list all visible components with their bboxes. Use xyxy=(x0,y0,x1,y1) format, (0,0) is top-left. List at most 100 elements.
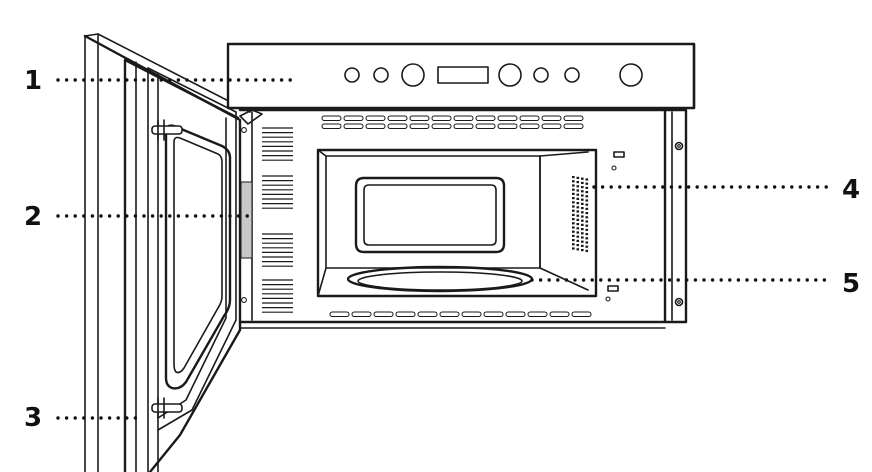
vent-slot xyxy=(461,311,482,317)
panel-knob-left xyxy=(401,63,425,87)
vent-slot xyxy=(541,115,562,121)
vent-slot xyxy=(387,123,408,129)
grill-hole xyxy=(585,182,589,185)
grill-hole xyxy=(576,239,580,242)
vent-slot xyxy=(321,123,342,129)
vent-slot xyxy=(549,311,570,317)
grill-hole xyxy=(581,190,584,193)
side-grill xyxy=(572,176,589,252)
control-panel xyxy=(226,42,696,110)
vent-slot xyxy=(409,115,430,121)
grill-hole xyxy=(576,193,580,196)
panel-display xyxy=(437,66,489,84)
grill-hole xyxy=(576,223,580,226)
grill-hole xyxy=(572,234,575,237)
vent-slot xyxy=(475,115,496,121)
oven-door xyxy=(83,33,263,472)
grill-hole xyxy=(576,214,580,217)
grill-hole xyxy=(572,184,575,187)
grill-hole xyxy=(576,218,580,221)
grill-hole xyxy=(576,176,580,179)
vent-slot xyxy=(527,311,548,317)
vent-slot xyxy=(351,311,372,317)
grill-hole xyxy=(581,177,584,180)
callout-number-3: 3 xyxy=(24,403,42,433)
vent-slot xyxy=(439,311,460,317)
vent-slot xyxy=(365,123,386,129)
callout-5: 5 xyxy=(530,269,860,299)
panel-button-3 xyxy=(533,67,549,83)
grill-hole xyxy=(581,194,584,197)
grill-hole xyxy=(576,181,580,184)
grill-hole xyxy=(576,210,580,213)
grill-hole xyxy=(576,227,580,230)
top-vents xyxy=(321,115,584,129)
panel-button-2 xyxy=(373,67,389,83)
vent-slot xyxy=(417,311,438,317)
grill-hole xyxy=(581,186,584,189)
grill-hole xyxy=(585,178,589,181)
vent-slot xyxy=(475,123,496,129)
callout-number-2: 2 xyxy=(24,202,42,232)
vent-slot xyxy=(431,123,452,129)
turntable xyxy=(346,265,534,293)
grill-hole xyxy=(581,181,584,184)
vent-slot xyxy=(409,123,430,129)
vent-slot xyxy=(505,311,526,317)
callout-number-4: 4 xyxy=(842,175,860,205)
grill-hole xyxy=(585,233,589,236)
grill-hole xyxy=(576,197,580,200)
grill-hole xyxy=(585,191,589,194)
grill-hole xyxy=(576,231,580,234)
grill-hole xyxy=(581,236,584,239)
grill-hole xyxy=(572,239,575,242)
grill-hole xyxy=(572,218,575,221)
grill-hole xyxy=(572,243,575,246)
panel-button-1 xyxy=(344,67,360,83)
grill-hole xyxy=(585,228,589,231)
callout-4: 4 xyxy=(592,175,860,205)
callout-3: 3 xyxy=(24,403,138,433)
grill-hole xyxy=(576,185,580,188)
grill-hole xyxy=(581,232,584,235)
vent-slot xyxy=(343,123,364,129)
grill-hole xyxy=(576,189,580,192)
grill-hole xyxy=(572,230,575,233)
vent-slot xyxy=(571,311,592,317)
lower-hinge xyxy=(151,397,183,419)
panel-knob-right xyxy=(619,63,643,87)
grill-hole xyxy=(572,226,575,229)
door-seal xyxy=(240,181,253,259)
grill-hole xyxy=(581,202,584,205)
grill-hole xyxy=(581,249,584,252)
vent-slot xyxy=(541,123,562,129)
grill-hole xyxy=(585,207,589,210)
grill-hole xyxy=(585,216,589,219)
vent-slot xyxy=(395,311,416,317)
grill-hole xyxy=(585,249,589,252)
grill-hole xyxy=(585,237,589,240)
callout-number-1: 1 xyxy=(24,66,42,96)
grill-hole xyxy=(581,219,584,222)
vent-slot xyxy=(387,115,408,121)
grill-hole xyxy=(576,202,580,205)
grill-hole xyxy=(576,248,580,251)
vent-slot xyxy=(343,115,364,121)
grill-hole xyxy=(572,188,575,191)
grill-hole xyxy=(576,206,580,209)
vent-slot xyxy=(519,115,540,121)
grill-hole xyxy=(581,198,584,201)
vent-slot xyxy=(321,115,342,121)
vent-slot xyxy=(483,311,504,317)
grill-hole xyxy=(585,224,589,227)
vent-slot xyxy=(563,115,584,121)
grill-hole xyxy=(572,192,575,195)
vent-slot xyxy=(519,123,540,129)
vent-slot xyxy=(373,311,394,317)
grill-hole xyxy=(585,245,589,248)
grill-hole xyxy=(585,195,589,198)
grill-hole xyxy=(572,247,575,250)
bottom-vents xyxy=(329,311,592,317)
vent-slot xyxy=(431,115,452,121)
vent-slot xyxy=(497,123,518,129)
